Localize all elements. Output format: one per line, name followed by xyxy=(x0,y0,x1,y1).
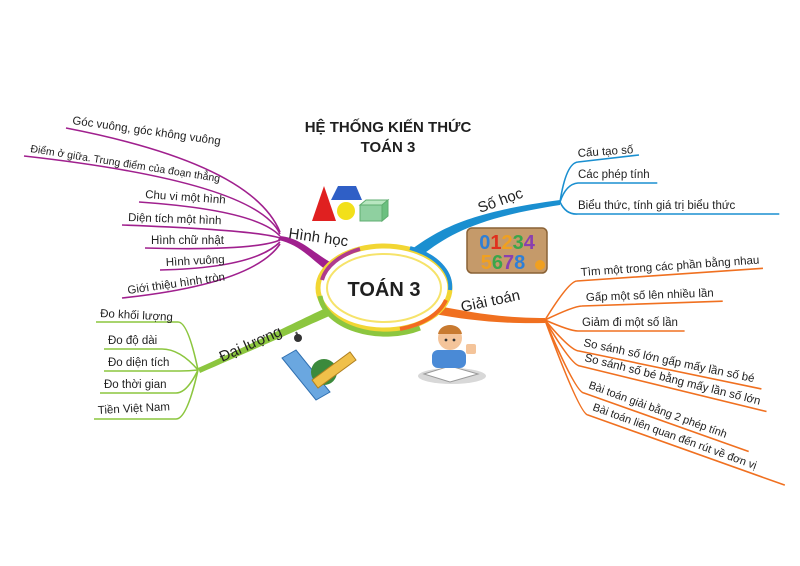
hinh-hoc-sublines xyxy=(23,127,281,299)
dai-luong-item: Đo thời gian xyxy=(104,379,167,391)
hinh-hoc-item-line xyxy=(23,155,281,235)
giai-toan-item: Giảm đi một số lần xyxy=(582,317,678,329)
center-node: TOÁN 3 xyxy=(315,243,453,337)
branch-label-giai-toan: Giải toán xyxy=(459,287,521,316)
dai-luong-item-line xyxy=(94,369,199,420)
branch-giai-toan-line xyxy=(434,306,545,324)
hinh-hoc-item: Hình vuông xyxy=(166,254,225,269)
giai-toan-item-line xyxy=(544,267,764,321)
hinh-hoc-item: Hình chữ nhật xyxy=(151,235,225,247)
dai-luong-item: Tiền Việt Nam xyxy=(98,401,171,417)
dai-luong-item-line xyxy=(104,348,199,371)
dai-luong-item: Đo diện tích xyxy=(108,357,169,369)
dai-luong-item: Đo độ dài xyxy=(108,335,157,347)
hinh-hoc-item-line xyxy=(144,239,281,250)
hinh-hoc-item-line xyxy=(121,243,281,299)
branch-label-dai-luong: Đại lượng xyxy=(217,323,285,366)
number-board-row-2: 5678 xyxy=(481,252,526,274)
branch-hinh-hoc-line xyxy=(278,236,330,270)
giai-toan-item-line xyxy=(544,319,762,390)
branch-so-hoc-line xyxy=(408,200,560,262)
so-hoc-item-line xyxy=(559,154,640,203)
so-hoc-item-line xyxy=(559,182,658,203)
hinh-hoc-item-line xyxy=(138,201,281,237)
ruler-compass-icon xyxy=(281,331,357,401)
giai-toan-item: Gấp một số lên nhiều lần xyxy=(586,288,714,304)
hinh-hoc-item: Diện tích một hình xyxy=(128,212,222,227)
branch-dai-luong-line xyxy=(198,306,334,373)
dai-luong-item: Đo khối lượng xyxy=(100,308,173,324)
reading-child-icon xyxy=(418,325,486,384)
number-board-icon: 01234 5678 xyxy=(466,227,548,274)
hinh-hoc-item: Giới thiệu hình tròn xyxy=(127,271,226,297)
hinh-hoc-item-line xyxy=(121,224,281,239)
dai-luong-item-line xyxy=(100,369,199,394)
giai-toan-item-line xyxy=(544,319,767,413)
number-board-row-1: 01234 xyxy=(479,232,536,254)
so-hoc-item: Cấu tạo số xyxy=(577,144,634,160)
so-hoc-sublines xyxy=(559,154,780,215)
dai-luong-sublines xyxy=(94,321,199,420)
center-label: TOÁN 3 xyxy=(348,278,421,301)
title-line-2: TOÁN 3 xyxy=(361,139,416,156)
giai-toan-item-line xyxy=(544,319,786,486)
hinh-hoc-item: Góc vuông, góc không vuông xyxy=(72,115,222,148)
dai-luong-items: Đo khối lượng Đo độ dài Đo diện tích Đo thờ… xyxy=(98,308,174,417)
giai-toan-item-line xyxy=(544,319,749,453)
giai-toan-item-line xyxy=(544,319,685,332)
giai-toan-item-line xyxy=(544,300,723,321)
so-hoc-item-line xyxy=(559,201,780,215)
hinh-hoc-item-line xyxy=(159,241,281,271)
dai-luong-item-line xyxy=(96,321,199,371)
hinh-hoc-item-line xyxy=(65,127,281,233)
shapes-icon xyxy=(312,186,390,223)
so-hoc-item: Biểu thức, tính giá trị biểu thức xyxy=(578,200,736,212)
title-line-1: HỆ THỐNG KIẾN THỨC xyxy=(305,118,472,136)
so-hoc-item: Các phép tính xyxy=(578,169,650,181)
hinh-hoc-item: Chu vi một hình xyxy=(145,189,226,207)
giai-toan-sublines xyxy=(544,267,786,486)
dai-luong-item-line xyxy=(104,369,199,372)
